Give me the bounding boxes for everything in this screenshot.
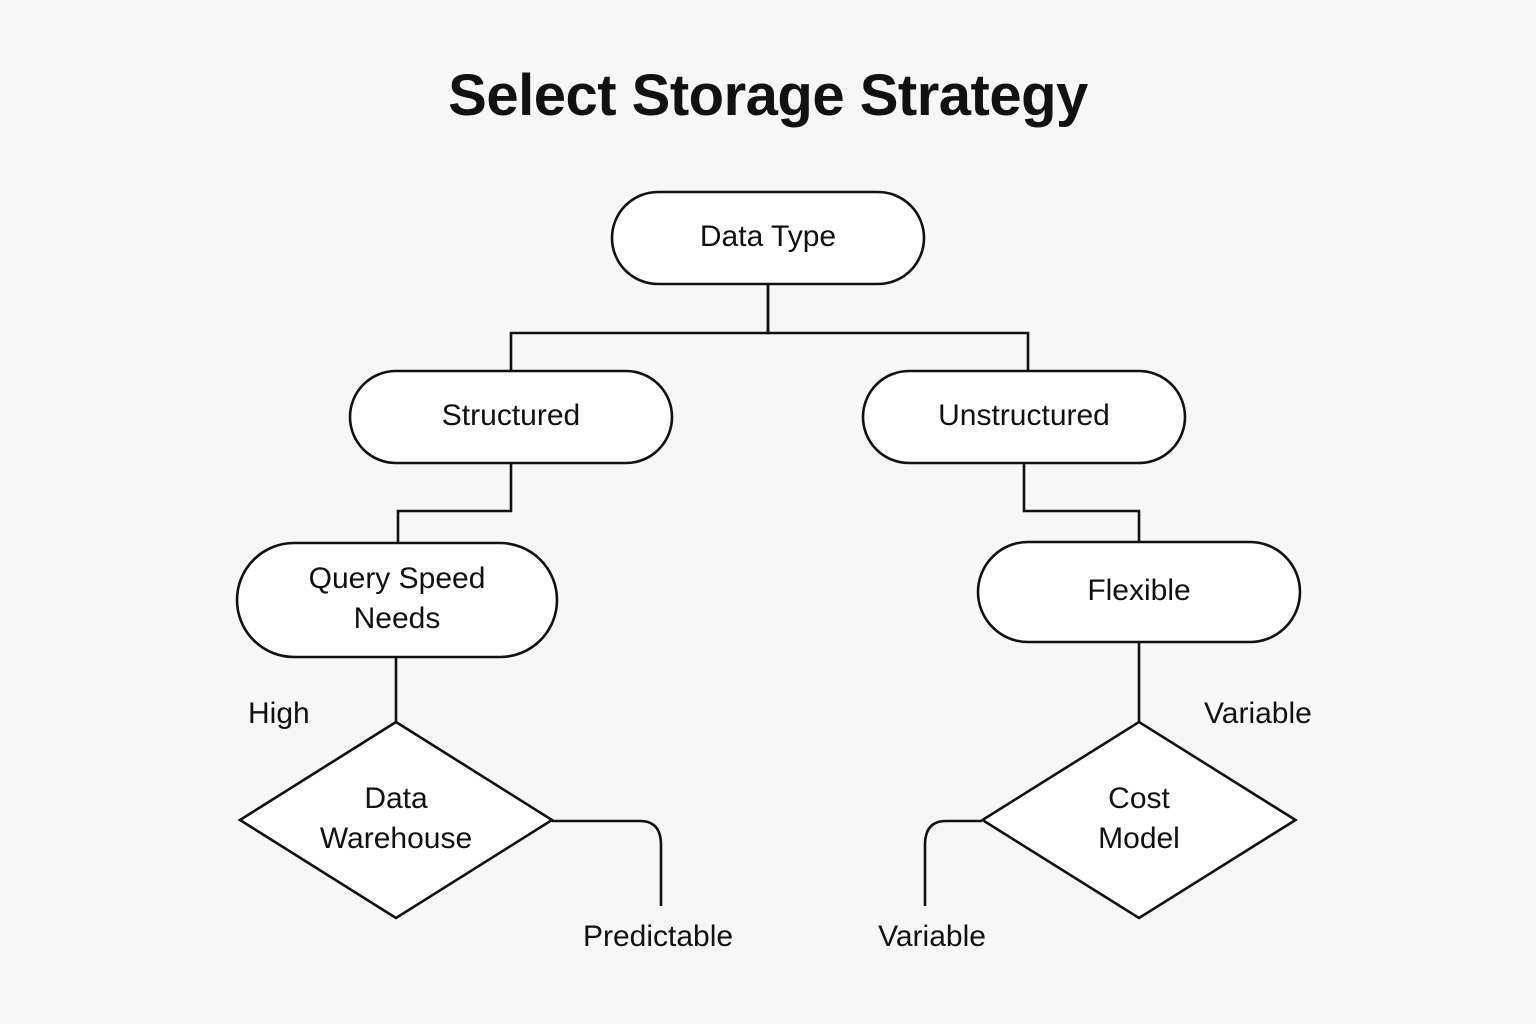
node-data-type[interactable]: Data Type [610,190,926,286]
edges-layer [394,284,1141,906]
edge-label-edge-flexible-cost-model: Variable [1204,697,1312,730]
node-unstructured[interactable]: Unstructured [861,369,1187,465]
connector-edge-cost-model-variable [923,819,982,906]
stadium-shape [861,369,1187,465]
edge-label-edge-cost-model-variable: Variable [878,920,986,953]
node-flexible[interactable]: Flexible [976,540,1302,644]
node-label: Data Type [700,220,836,253]
diamond-shape [237,720,555,920]
node-label: Needs [354,602,441,635]
stadium-shape [348,369,674,465]
node-label: Flexible [1087,574,1190,607]
node-label: Model [1098,822,1180,855]
stadium-shape [235,541,559,659]
connector-edge-unstructured-flexible [1022,463,1141,542]
stadium-shape [976,540,1302,644]
connector-edge-data-type-unstructured [766,284,1030,371]
node-label: Warehouse [320,822,472,855]
connector-edge-data-warehouse-predictable [552,819,663,906]
edge-label-edge-data-warehouse-predictable: Predictable [583,920,733,953]
diamond-shape [980,720,1298,920]
node-label: Query Speed [309,562,486,595]
connector-edge-data-type-structured [509,284,770,371]
stadium-shape [610,190,926,286]
edge-label-edge-query-speed-data-warehouse: High [248,697,310,730]
node-label: Structured [442,399,580,432]
node-label: Data [364,782,428,815]
page-title: Select Storage Strategy [448,63,1088,128]
node-label: Unstructured [938,399,1110,432]
node-label: Cost [1108,782,1170,815]
node-structured[interactable]: Structured [348,369,674,465]
connector-edge-structured-query-speed [396,463,513,543]
